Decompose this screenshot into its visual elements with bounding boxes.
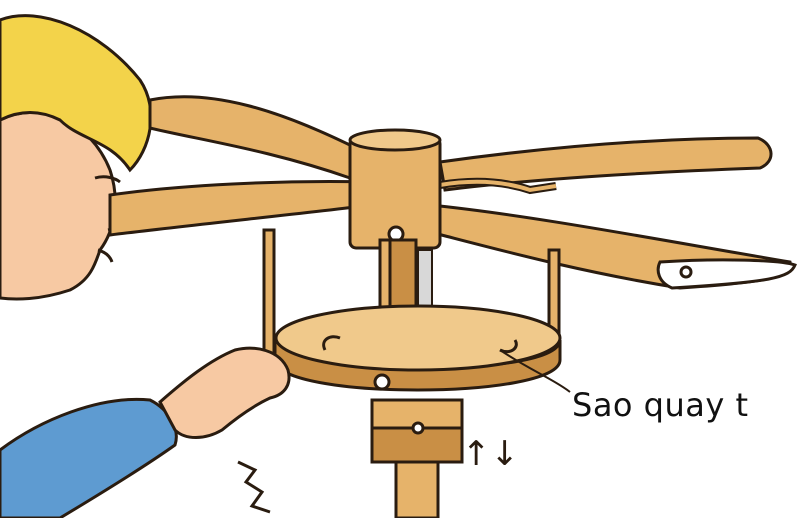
- blade-front-left: [110, 182, 372, 235]
- push-rod-left: [264, 230, 274, 360]
- motion-lightning: [238, 462, 270, 512]
- swashplate: [263, 306, 560, 390]
- up-down-arrows: ↑↓: [462, 434, 519, 474]
- sleeve: [0, 399, 176, 518]
- callout-label: Sao quay t: [572, 386, 749, 424]
- mast-wires: [418, 250, 432, 310]
- boy-head: [0, 16, 151, 299]
- rotor-hub: [350, 130, 440, 248]
- boy-arm: [0, 348, 289, 518]
- blade-tip-hole: [681, 267, 691, 277]
- rotor-blades: [110, 97, 795, 288]
- blade-tip-white: [658, 260, 795, 288]
- shaft: [396, 462, 438, 518]
- hand: [160, 348, 289, 437]
- lower-collar: [372, 400, 462, 518]
- collar-hole: [413, 423, 423, 433]
- rod-joint-center: [375, 375, 389, 389]
- hub-top: [350, 130, 440, 150]
- blade-back-left: [150, 97, 360, 178]
